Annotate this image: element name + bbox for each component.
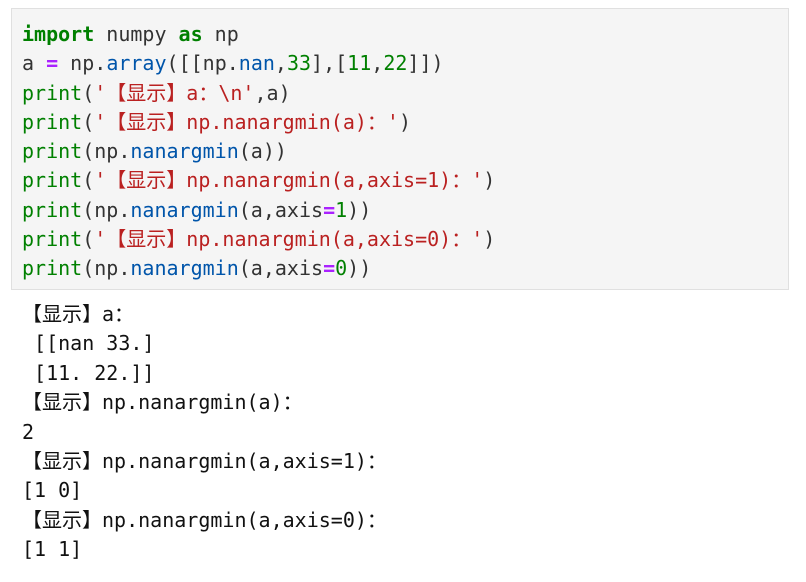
code-token: ) bbox=[483, 168, 496, 193]
code-token: numpy bbox=[94, 22, 179, 46]
code-token: 33 bbox=[286, 51, 312, 76]
code-token: ( bbox=[82, 109, 95, 134]
code-token: as bbox=[178, 22, 203, 46]
code-token: nan bbox=[238, 51, 275, 76]
code-token: np bbox=[202, 22, 239, 46]
code-token: ],[ bbox=[311, 51, 348, 76]
code-token: ,a) bbox=[254, 80, 291, 105]
output-line: 【显示】np.nanargmin(a,axis=0)： bbox=[22, 507, 387, 532]
code-token: 1 bbox=[335, 197, 348, 222]
code-token: ( bbox=[82, 168, 95, 193]
code-token: print bbox=[22, 168, 83, 193]
code-line: a = np.array([[np.nan,33],[11,22]]) bbox=[22, 49, 788, 78]
code-line: print(np.nanargmin(a)) bbox=[22, 137, 788, 166]
code-token: import bbox=[22, 22, 95, 46]
code-token: ]]) bbox=[407, 51, 444, 76]
code-token: '【显示】np.nanargmin(a,axis=1)：' bbox=[94, 168, 484, 193]
code-token: '【显示】a：\n' bbox=[94, 80, 255, 105]
code-token: (a,axis bbox=[238, 256, 324, 281]
code-token: = bbox=[323, 197, 336, 222]
code-token: print bbox=[22, 109, 83, 134]
code-token: '【显示】np.nanargmin(a)：' bbox=[94, 109, 399, 134]
code-token: a bbox=[22, 51, 47, 76]
code-token: print bbox=[22, 197, 83, 222]
output-area: 【显示】a： [[nan 33.] [11. 22.]] 【显示】np.nanar… bbox=[22, 300, 792, 565]
output-line: [1 0] bbox=[22, 478, 83, 503]
output-line: 【显示】np.nanargmin(a)： bbox=[22, 390, 303, 415]
output-line: 2 bbox=[22, 419, 35, 444]
output-line: 【显示】a： bbox=[22, 302, 135, 326]
code-token: 11 bbox=[347, 51, 372, 76]
code-token: print bbox=[22, 80, 83, 105]
code-token: 0 bbox=[335, 256, 348, 281]
code-token: 22 bbox=[383, 51, 408, 76]
code-token: print bbox=[22, 139, 83, 164]
code-token: ( bbox=[82, 227, 95, 252]
code-token: = bbox=[46, 51, 59, 76]
code-token: ( bbox=[82, 80, 95, 105]
code-token: print bbox=[22, 256, 83, 281]
code-token: nanargmin bbox=[130, 139, 239, 164]
output-line: [1 1] bbox=[22, 537, 83, 562]
output-line: 【显示】np.nanargmin(a,axis=1)： bbox=[22, 448, 387, 473]
code-token: (a)) bbox=[238, 139, 287, 164]
code-token: )) bbox=[347, 197, 372, 222]
code-token: )) bbox=[347, 256, 372, 281]
code-token: array bbox=[106, 51, 167, 76]
code-token: nanargmin bbox=[130, 256, 239, 281]
code-token: np. bbox=[58, 51, 107, 76]
code-line: print('【显示】a：\n',a) bbox=[22, 79, 788, 108]
code-token: , bbox=[274, 51, 287, 76]
code-token: (a,axis bbox=[238, 197, 324, 222]
code-token: (np. bbox=[82, 139, 131, 164]
code-token: (np. bbox=[82, 256, 131, 281]
code-token: ([[np. bbox=[166, 51, 239, 76]
code-token: nanargmin bbox=[130, 197, 239, 222]
code-line: print('【显示】np.nanargmin(a,axis=0)：') bbox=[22, 225, 788, 254]
output-line: [[nan 33.] bbox=[22, 331, 155, 356]
code-token: print bbox=[22, 227, 83, 252]
code-token: , bbox=[371, 51, 384, 76]
code-line: print(np.nanargmin(a,axis=1)) bbox=[22, 196, 788, 225]
code-token: ) bbox=[398, 109, 412, 134]
code-line: print('【显示】np.nanargmin(a,axis=1)：') bbox=[22, 166, 788, 195]
code-token: '【显示】np.nanargmin(a,axis=0)：' bbox=[94, 227, 484, 252]
code-token: = bbox=[323, 256, 336, 281]
output-line: [11. 22.]] bbox=[22, 360, 155, 385]
code-token: (np. bbox=[82, 197, 131, 222]
code-line: import numpy as np bbox=[22, 20, 788, 49]
code-line: print(np.nanargmin(a,axis=0)) bbox=[22, 254, 788, 283]
code-line: print('【显示】np.nanargmin(a)：') bbox=[22, 108, 788, 137]
code-token: ) bbox=[483, 227, 496, 252]
